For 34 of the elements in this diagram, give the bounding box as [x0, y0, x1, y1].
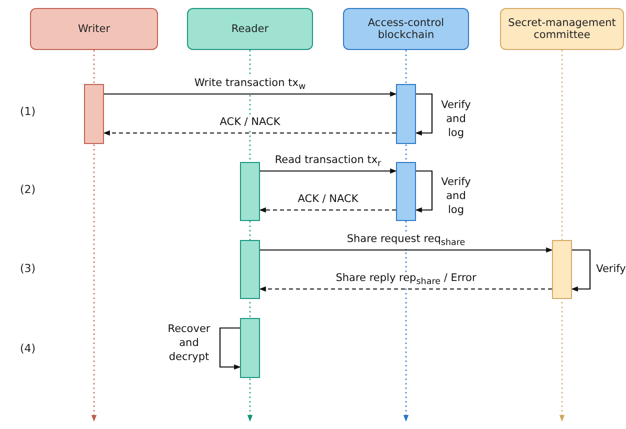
edge-label: Verify and log	[440, 175, 472, 217]
edge-label: Share request req$_{share}$	[344, 233, 468, 250]
message-arrow	[104, 91, 397, 97]
self-loop-arrow	[219, 327, 241, 370]
edge-label: Verify and log	[440, 98, 472, 140]
step-number: (3)	[20, 262, 36, 275]
edge-label: Write transaction tx$_{w}$	[192, 77, 308, 94]
self-loop-arrow	[415, 93, 433, 136]
self-loop-arrow	[571, 249, 591, 292]
message-arrow	[259, 286, 552, 292]
step-number: (2)	[20, 183, 36, 196]
self-loop-arrow	[415, 170, 433, 213]
edge-label: ACK / NACK	[296, 193, 360, 205]
edge-label: ACK / NACK	[218, 116, 282, 128]
activation-bar	[552, 240, 572, 299]
message-arrow	[259, 207, 396, 213]
step-number: (1)	[20, 105, 36, 118]
activation-bar	[240, 240, 260, 299]
edge-label: Share reply rep$_{share}$ / Error	[334, 272, 478, 288]
step-number: (4)	[20, 342, 36, 355]
message-arrow	[103, 130, 396, 136]
activation-bar	[396, 84, 416, 144]
edge-label: Recover and decrypt	[166, 322, 212, 364]
participant-box: Access-control blockchain	[343, 8, 469, 50]
activation-bar	[84, 84, 104, 144]
activation-bar	[240, 318, 260, 378]
participant-box: Writer	[30, 8, 158, 50]
participant-box: Reader	[187, 8, 313, 50]
participant-box: Secret-management committee	[500, 8, 624, 50]
message-arrow	[260, 168, 397, 174]
activation-bar	[240, 162, 260, 221]
message-arrow	[260, 247, 553, 253]
activation-bar	[396, 162, 416, 221]
edge-label: Verify	[596, 262, 626, 276]
